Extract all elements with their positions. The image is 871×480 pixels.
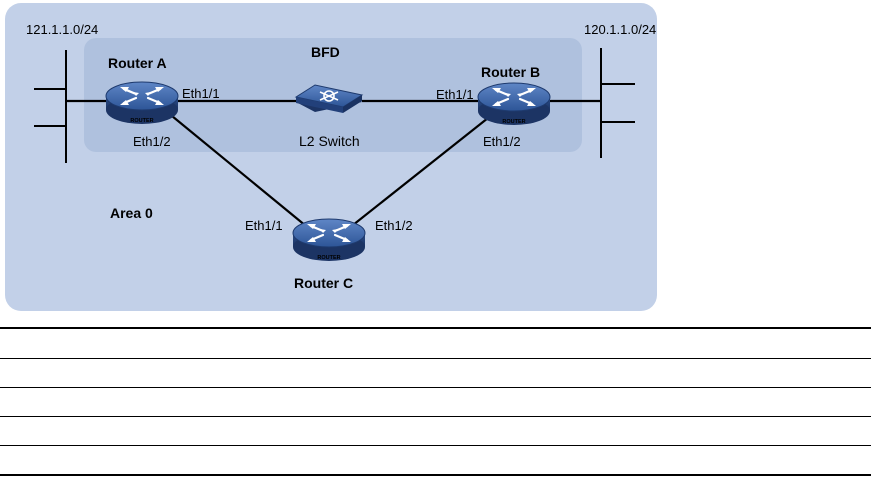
router-b-name: Router B: [481, 64, 540, 80]
router-c-port1-label: Eth1/1: [245, 218, 283, 233]
router-a-port1-label: Eth1/1: [182, 86, 220, 101]
subnet-right-label: 120.1.1.0/24: [584, 22, 656, 37]
router-b-badge: ROUTER: [502, 119, 525, 125]
router-c-badge: ROUTER: [317, 255, 340, 261]
right-network-segment: [600, 48, 635, 158]
table-row-divider: [0, 445, 871, 446]
l2-switch-icon: [294, 84, 364, 113]
router-a-icon: ROUTER: [104, 80, 180, 126]
table-bottom-rule: [0, 474, 871, 476]
network-diagram: ROUTER ROUTER ROUTER 121.1.1.0/24 120.1.…: [5, 3, 657, 311]
link-router-a-router-c: [171, 115, 307, 227]
table-row-divider: [0, 387, 871, 388]
router-a-badge: ROUTER: [130, 118, 153, 124]
table-row-divider: [0, 358, 871, 359]
router-a-port2-label: Eth1/2: [133, 134, 171, 149]
router-b-icon: ROUTER: [476, 81, 552, 127]
switch-label: L2 Switch: [299, 133, 360, 149]
area-label: Area 0: [110, 205, 153, 221]
table-top-rule: [0, 327, 871, 329]
router-c-port2-label: Eth1/2: [375, 218, 413, 233]
router-a-name: Router A: [108, 55, 167, 71]
bfd-label: BFD: [311, 44, 340, 60]
links: [66, 99, 601, 227]
subnet-left-label: 121.1.1.0/24: [26, 22, 98, 37]
router-c-name: Router C: [294, 275, 353, 291]
router-b-port1-label: Eth1/1: [436, 87, 474, 102]
router-c-icon: ROUTER: [291, 217, 367, 263]
table-row-divider: [0, 416, 871, 417]
router-b-port2-label: Eth1/2: [483, 134, 521, 149]
link-router-b-router-c: [352, 117, 489, 226]
left-network-segment: [34, 50, 67, 163]
